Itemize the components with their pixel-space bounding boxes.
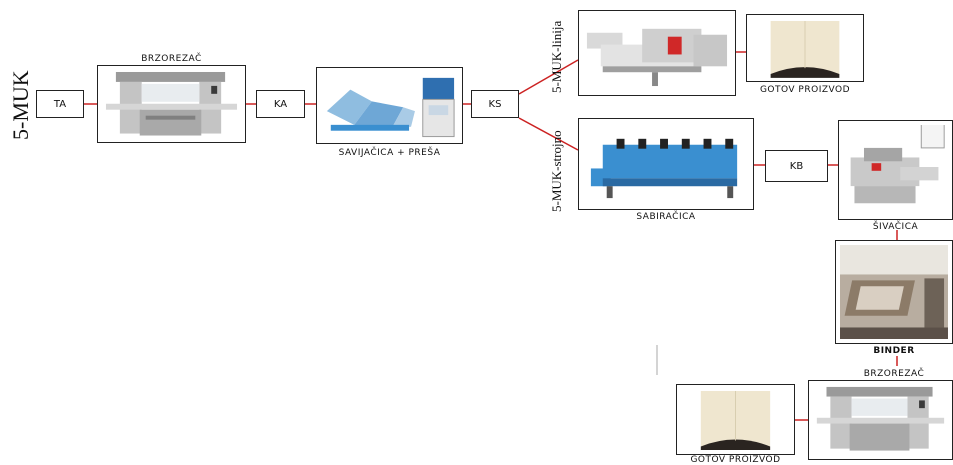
node-ta: TA — [36, 90, 84, 118]
guillotine-cutter-icon-2 — [816, 386, 945, 451]
binding-line-icon — [586, 28, 728, 87]
branch-label-machine: 5-MUK-strojno — [549, 130, 564, 212]
folding-machine-icon — [326, 77, 455, 138]
label-cutter-2: BRZOREZAČ — [863, 369, 925, 379]
node-ka: KA — [256, 90, 305, 118]
cutter-1-image — [97, 65, 246, 143]
label-gatherer: SABIRAČICA — [636, 212, 696, 222]
label-cutter-1: BRZOREZAČ — [141, 54, 202, 64]
label-folder-press: SAVIJAČICA + PREŠA — [338, 148, 441, 158]
label-finished-product-2: GOTOV PROIZVOD — [690, 455, 781, 465]
sewing-machine-image — [838, 120, 953, 220]
connector-ks-machine — [518, 117, 579, 151]
binder-machine-icon — [840, 245, 948, 340]
binding-line-image — [578, 10, 736, 96]
finished-product-1-image — [746, 14, 864, 82]
gatherer-image — [578, 118, 754, 210]
sewing-machine-icon — [850, 125, 945, 204]
connector-ks-line — [518, 59, 579, 95]
label-binder: BINDER — [873, 346, 915, 356]
open-book-icon — [770, 20, 840, 78]
label-finished-product-1: GOTOV PROIZVOD — [759, 85, 851, 95]
folder-press-image — [316, 67, 463, 144]
branch-label-line: 5-MUK-linija — [549, 20, 564, 93]
binder-image — [835, 240, 953, 344]
label-sewing-machine: ŠIVAČICA — [872, 222, 919, 232]
gathering-machine-icon — [590, 138, 738, 199]
diagram-title: 5-MUK — [8, 70, 33, 140]
node-kb: KB — [765, 150, 828, 182]
finished-product-2-image — [676, 384, 795, 455]
guillotine-cutter-icon — [105, 71, 238, 136]
cutter-2-image — [808, 380, 953, 460]
node-ks: KS — [471, 90, 519, 118]
open-book-icon-2 — [700, 390, 771, 451]
